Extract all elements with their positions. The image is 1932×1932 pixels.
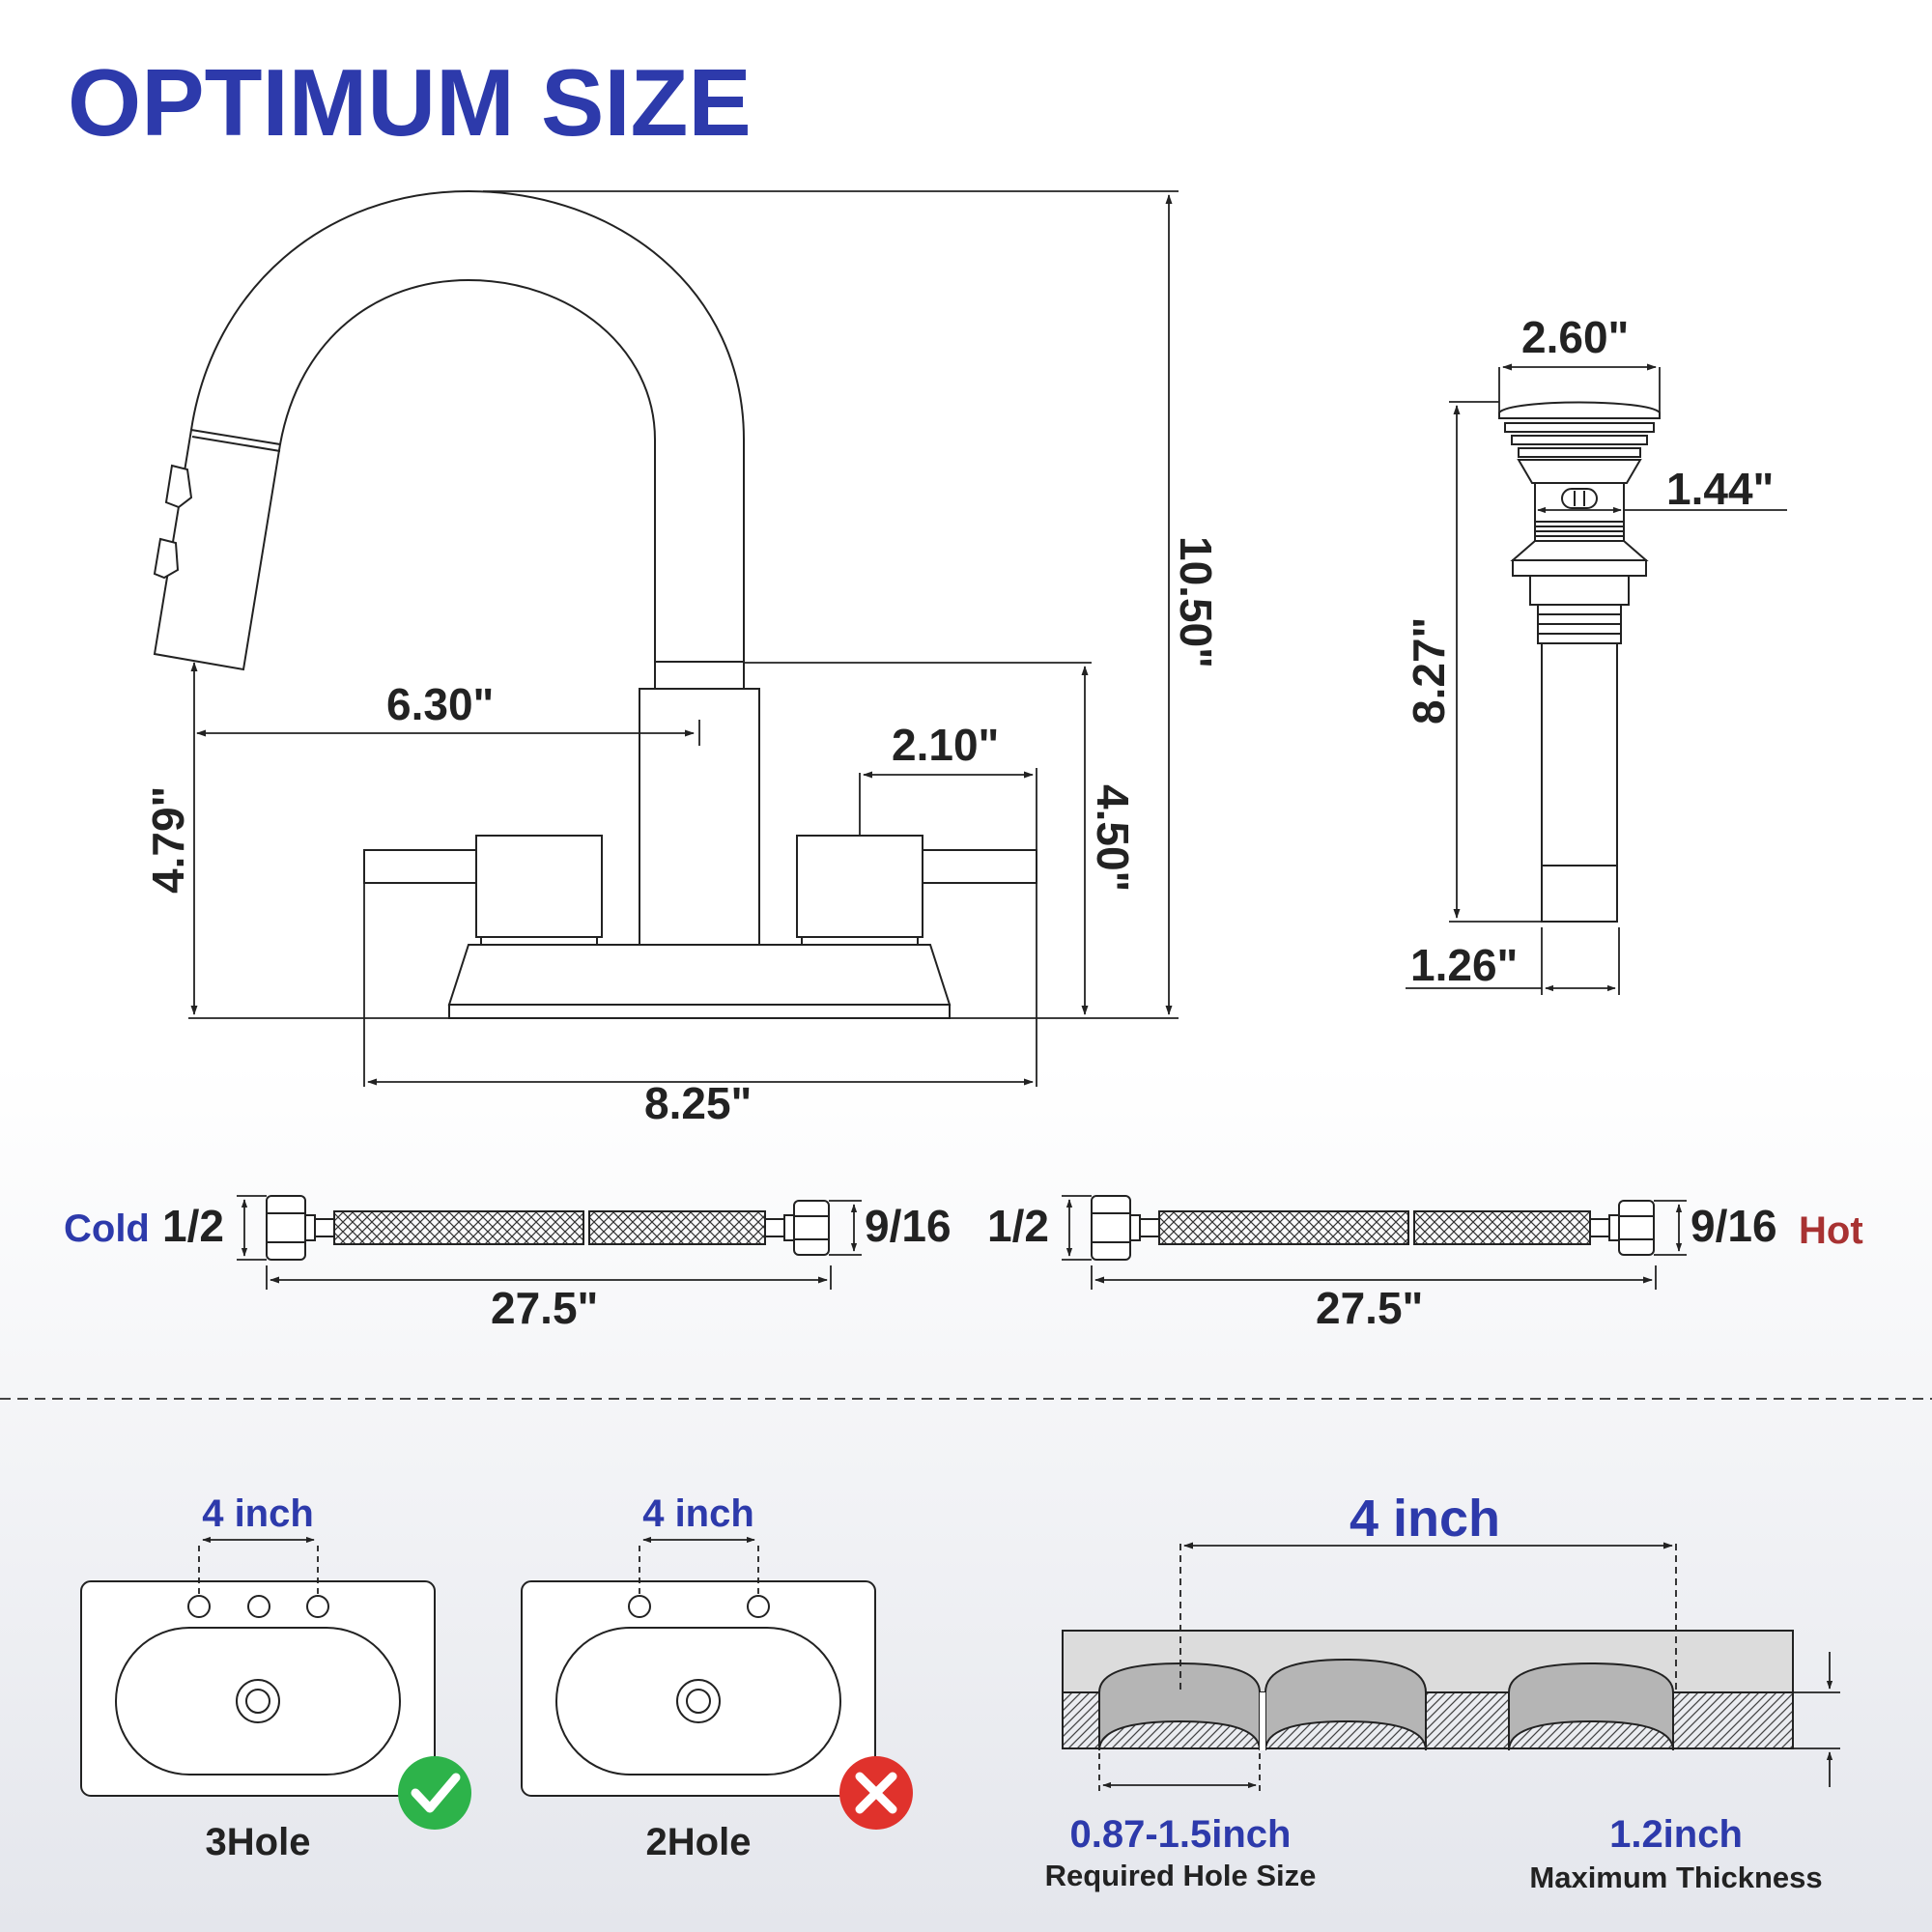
drain-length-label: 8.27": [1404, 617, 1454, 724]
cold-hose-inlet-ferrule: [314, 1218, 335, 1237]
sink-3hole-hole-left: [187, 1595, 211, 1618]
sink-2hole-spacing-label: 4 inch: [642, 1492, 754, 1535]
thickness-value: 1.2inch: [1609, 1813, 1743, 1856]
base-height-label: 4.50": [1088, 784, 1138, 892]
cold-hose-inlet-nut: [266, 1195, 306, 1261]
sprayer-button-upper: [164, 464, 193, 509]
cold-hose: Cold 1/2 9/16 27.5": [64, 1195, 952, 1333]
sink-3hole-spacing-label: 4 inch: [202, 1492, 314, 1535]
sink-3hole-hole-center: [247, 1595, 270, 1618]
hot-hose-outlet-ferrule: [1589, 1218, 1610, 1237]
drain-dimension-labels: 2.60" 1.44" 8.27" 1.26": [1404, 312, 1774, 990]
hot-hose-braid-right: [1413, 1210, 1591, 1245]
hole-size-caption: Required Hole Size: [1045, 1859, 1317, 1892]
countertop-spacing-label: 4 inch: [1350, 1490, 1500, 1548]
sink-2hole-hole-right: [747, 1595, 770, 1618]
spout-inner: [279, 278, 656, 662]
left-handle-ring: [480, 936, 598, 946]
spout-collar: [654, 661, 745, 690]
cross-icon: [839, 1756, 913, 1830]
sink-3hole-label: 3Hole: [206, 1821, 311, 1863]
faucet-base: [447, 944, 952, 1006]
countertop-hole-right: [1508, 1662, 1674, 1751]
drain-top-diameter-label: 2.60": [1521, 312, 1629, 362]
cold-hose-braid-left: [333, 1210, 584, 1245]
hot-hose-outlet-collar: [1608, 1214, 1620, 1241]
drain-flange-3: [1518, 447, 1641, 458]
spout-height-label: 4.79": [143, 786, 193, 894]
drain-tail-diameter-label: 1.26": [1410, 940, 1518, 990]
handle-spread-label: 2.10": [892, 720, 999, 770]
drain-cap: [1498, 401, 1661, 419]
spout-outer: [190, 189, 745, 662]
right-handle-lever: [922, 849, 1037, 884]
drain-dimensions: [1406, 363, 1787, 995]
hot-hose-inlet-collar: [1129, 1214, 1141, 1241]
drain-thread: [1534, 521, 1625, 542]
hot-hose-inlet-ferrule: [1139, 1218, 1160, 1237]
drain-drawing: [1498, 401, 1661, 923]
hot-outlet-size: 9/16: [1690, 1201, 1777, 1251]
sprayer-button-lower: [153, 537, 180, 580]
left-handle-body: [475, 835, 603, 938]
faucet-base-plate: [448, 1004, 951, 1019]
spout-reach-label: 6.30": [386, 679, 494, 729]
drain-flange-1: [1504, 422, 1655, 433]
cold-hose-outlet-ferrule: [764, 1218, 785, 1237]
left-handle-lever: [363, 849, 479, 884]
hot-hose-braid-left: [1158, 1210, 1409, 1245]
hot-hose: 1/2 9/16 Hot 27.5": [987, 1195, 1863, 1333]
page-title: OPTIMUM SIZE: [68, 49, 752, 156]
drain-tail-end: [1541, 865, 1618, 923]
sink-2hole-hole-left: [628, 1595, 651, 1618]
sink-3hole: 4 inch 3Hole: [80, 1492, 471, 1863]
drain-cone: [1517, 459, 1642, 484]
countertop-section: 4 inch 0.87-1.5inch Required Hole Size 1…: [1045, 1490, 1840, 1894]
check-icon: [398, 1756, 471, 1830]
drain-nut-top: [1510, 540, 1649, 561]
cold-hose-outlet-collar: [783, 1214, 795, 1241]
hot-hose-inlet-nut: [1091, 1195, 1131, 1261]
cold-label: Cold: [64, 1208, 150, 1250]
cold-inlet-size: 1/2: [162, 1201, 224, 1251]
cold-hose-outlet-nut: [793, 1200, 830, 1256]
cold-hose-inlet-collar: [304, 1214, 316, 1241]
right-handle-ring: [801, 936, 919, 946]
faucet-height-label: 10.50": [1171, 536, 1221, 668]
sink-2hole: 4 inch 2Hole: [521, 1492, 913, 1863]
sink-3hole-hole-right: [306, 1595, 329, 1618]
drain-tailpiece: [1541, 642, 1618, 867]
drain-gasket: [1529, 575, 1630, 606]
hot-inlet-size: 1/2: [987, 1201, 1049, 1251]
hot-hose-outlet-nut: [1618, 1200, 1655, 1256]
faucet-dimensions: [188, 190, 1179, 1087]
sink-2hole-label: 2Hole: [646, 1821, 752, 1863]
countertop-hole-center: [1264, 1658, 1427, 1751]
overflow-slot: [1561, 488, 1598, 509]
hot-label: Hot: [1799, 1209, 1863, 1252]
hot-hose-length: 27.5": [1316, 1283, 1423, 1333]
faucet-dimension-labels: 10.50" 4.79" 6.30" 2.10" 4.50" 8.25": [143, 536, 1221, 1128]
drain-body-diameter-label: 1.44": [1666, 464, 1774, 514]
base-width-label: 8.25": [644, 1078, 752, 1128]
cold-hose-braid-right: [588, 1210, 766, 1245]
drain-nut: [1512, 559, 1647, 577]
right-handle-body: [796, 835, 923, 938]
cold-outlet-size: 9/16: [865, 1201, 952, 1251]
hole-size-value: 0.87-1.5inch: [1069, 1813, 1291, 1856]
faucet-drawing: [153, 189, 1037, 1019]
cold-hose-length: 27.5": [491, 1283, 598, 1333]
thickness-caption: Maximum Thickness: [1529, 1861, 1822, 1894]
sprayer-ring: [191, 436, 281, 452]
drain-flange-2: [1511, 435, 1648, 445]
